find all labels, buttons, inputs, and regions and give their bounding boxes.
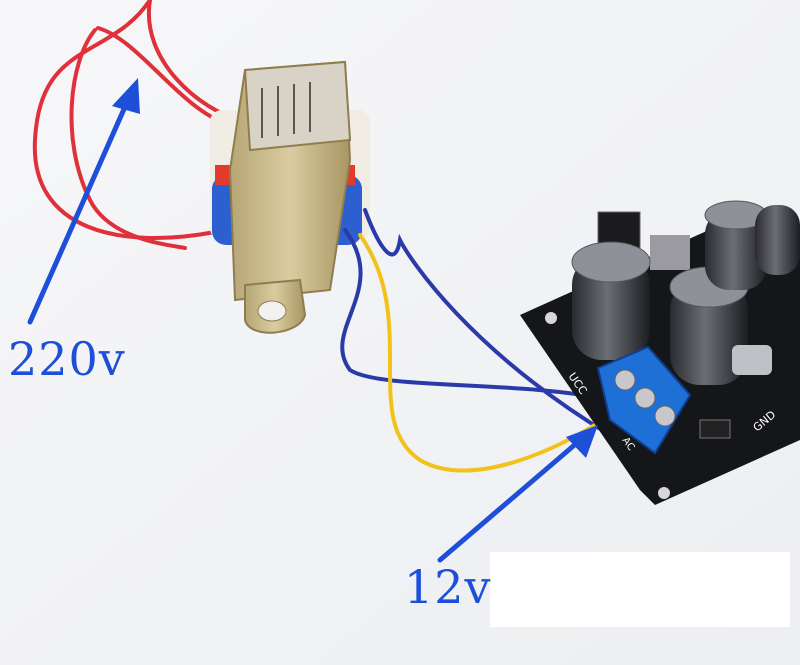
annotation-arrow-12v (437, 425, 598, 563)
terminal-screw (634, 387, 656, 409)
heatsink-tab (650, 235, 690, 270)
transformer (210, 60, 370, 334)
capacitor-top (571, 241, 651, 283)
small-capacitor (732, 345, 772, 375)
label-12v: 12v (404, 560, 492, 614)
white-patch (490, 552, 790, 627)
pcb-mount-hole (658, 487, 670, 499)
capacitor (755, 205, 800, 275)
pcb-mount-hole (545, 312, 557, 324)
capacitor (705, 210, 767, 290)
terminal-screw (614, 369, 636, 391)
capacitor (572, 255, 650, 360)
smd-component (699, 419, 731, 439)
amplifier-board: UCC AC GND (520, 200, 800, 505)
capacitor (670, 280, 748, 385)
secondary-wires (340, 208, 612, 473)
label-220v: 220v (8, 332, 126, 386)
annotation-arrow-220v (27, 78, 140, 325)
transformer-label-plate (243, 60, 352, 152)
mount-hole (257, 300, 287, 322)
terminal-screw (654, 405, 676, 427)
transformer-label-lines (261, 82, 311, 138)
